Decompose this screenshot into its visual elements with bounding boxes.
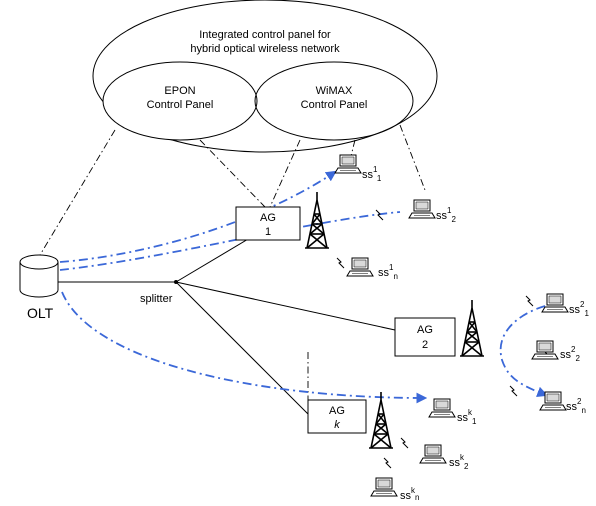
subscriber-ss2-2: ss22 (531, 340, 580, 363)
subscriber-ss2-1: ss21 (541, 293, 589, 318)
ag2-line2: 2 (422, 339, 428, 351)
ag1-line1: AG (260, 212, 276, 224)
subscriber-ss2-n: ss2n (539, 391, 586, 415)
lightning-icon (509, 385, 518, 397)
laptop-icon (334, 154, 362, 174)
ag-k: AG k (307, 399, 367, 434)
splitter-node (174, 280, 178, 284)
svg-text:ss12: ss12 (436, 206, 456, 224)
subscriber-ss1-n: ss1n (346, 257, 398, 281)
svg-text:ssk1: ssk1 (457, 408, 477, 426)
database-icon (19, 254, 59, 298)
subscriber-ssk-2: ssk2 (419, 444, 469, 471)
svg-text:ss22: ss22 (560, 345, 580, 363)
subscriber-ss1-2: ss12 (408, 199, 456, 224)
laptop-icon (370, 477, 398, 497)
wimax-label-line2: Control Panel (301, 99, 368, 111)
lightning-icon (383, 457, 392, 469)
lightning-icon (525, 295, 534, 307)
ag-2: AG 2 (394, 317, 456, 357)
tower-icon (368, 391, 394, 449)
subscriber-ssk-n: sskn (370, 477, 419, 502)
laptop-icon (419, 444, 447, 464)
lightning-icon (336, 257, 345, 269)
wireless-links (59, 170, 549, 404)
panel-title-line1: Integrated control panel for (199, 29, 331, 41)
laptop-icon (541, 293, 569, 313)
laptop-icon (428, 398, 456, 418)
svg-text:sskn: sskn (400, 486, 419, 502)
panel-title-line2: hybrid optical wireless network (190, 43, 340, 55)
ag-1: AG 1 (235, 206, 301, 241)
laptop-icon (346, 257, 374, 277)
subscriber-ssk-1: ssk1 (428, 398, 477, 426)
wimax-label-line1: WiMAX (316, 85, 353, 97)
subscriber-ss1-1: ss11 (334, 154, 382, 183)
svg-text:ssk2: ssk2 (449, 453, 469, 471)
svg-text:ss2n: ss2n (566, 397, 586, 415)
agk-line2: k (334, 419, 340, 431)
agk-line1: AG (329, 405, 345, 417)
splitter-label: splitter (140, 293, 173, 305)
tower-icon (304, 191, 330, 249)
lightning-icon (400, 437, 409, 449)
ag1-line2: 1 (265, 226, 271, 238)
laptop-icon (531, 340, 559, 360)
olt-label: OLT (27, 305, 54, 321)
olt: OLT (19, 254, 59, 321)
svg-text:ss11: ss11 (362, 165, 382, 183)
epon-control-panel: EPON Control Panel (102, 61, 258, 141)
wimax-control-panel: WiMAX Control Panel (254, 61, 414, 141)
fiber-links (58, 231, 396, 427)
svg-text:ss1n: ss1n (378, 263, 398, 281)
laptop-icon (408, 199, 436, 219)
svg-text:ss21: ss21 (569, 300, 589, 318)
tower-icon (459, 299, 485, 357)
ag2-line1: AG (417, 324, 433, 336)
epon-label-line1: EPON (164, 85, 195, 97)
epon-label-line2: Control Panel (147, 99, 214, 111)
